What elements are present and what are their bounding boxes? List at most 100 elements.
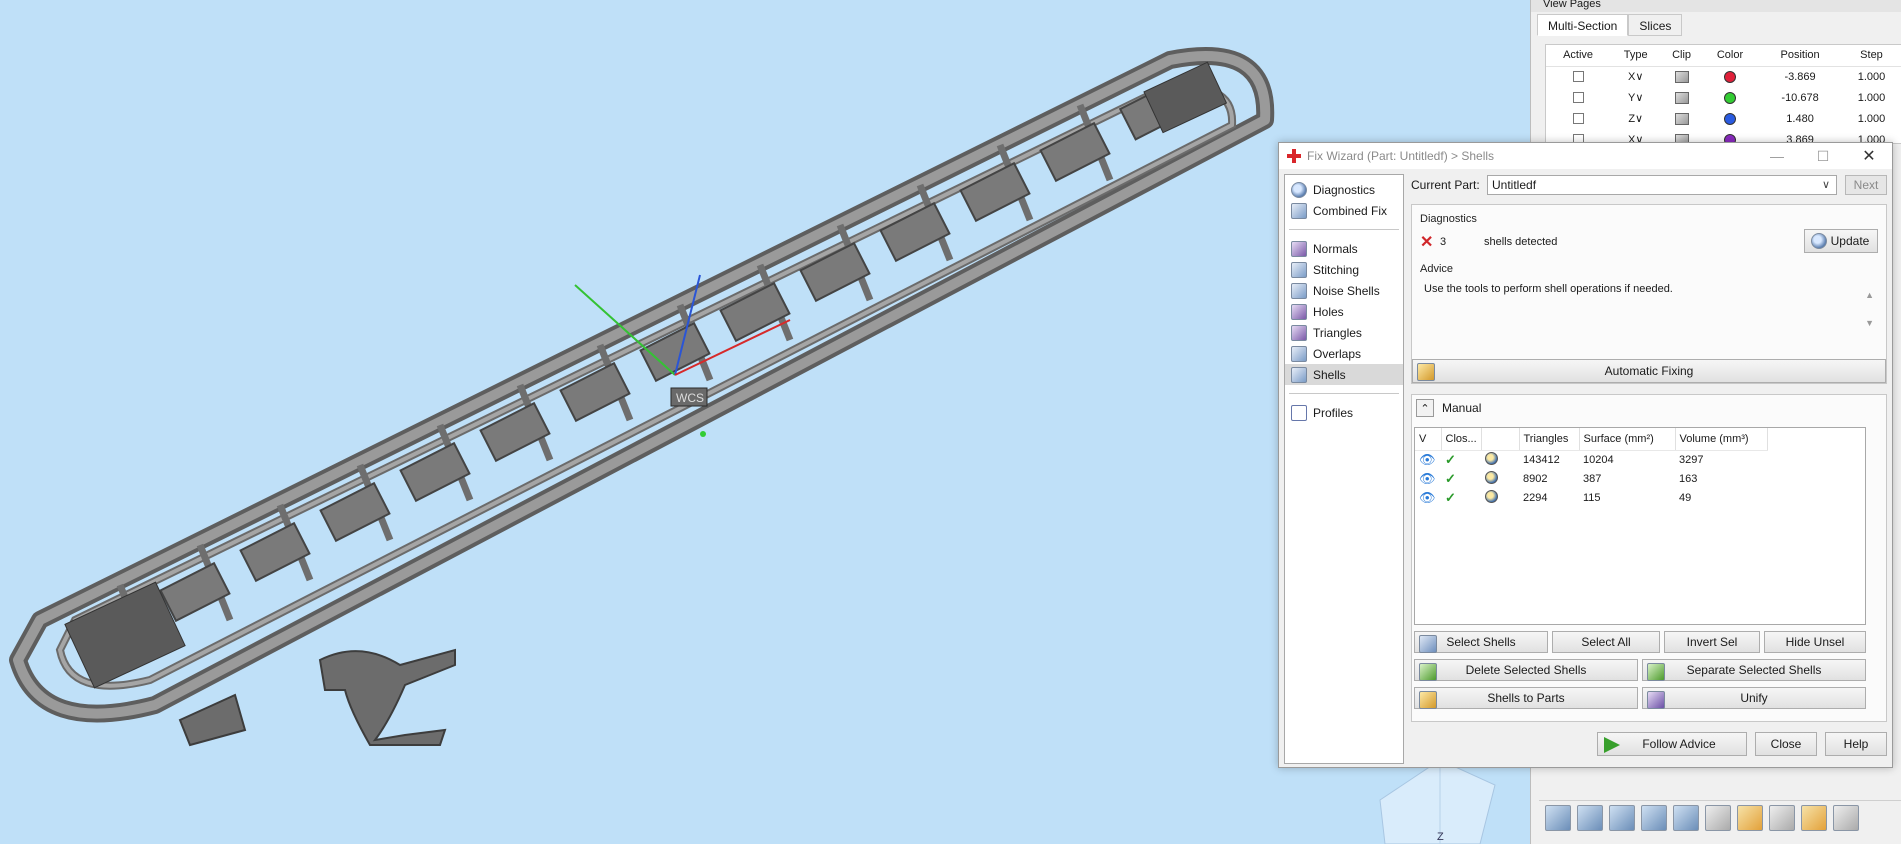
type-cell[interactable]: X∨ xyxy=(1628,71,1644,84)
checkmark-icon: ✓ xyxy=(1445,451,1456,467)
color-dot-icon[interactable] xyxy=(1724,91,1736,104)
position-cell[interactable]: 1.480 xyxy=(1786,112,1814,125)
automatic-fixing-button[interactable]: Automatic Fixing xyxy=(1412,359,1886,383)
position-cell[interactable]: -3.869 xyxy=(1784,70,1816,83)
active-checkbox[interactable] xyxy=(1572,113,1584,125)
nav-item-combined-fix[interactable]: Combined Fix xyxy=(1285,200,1403,221)
follow-advice-button[interactable]: Follow Advice xyxy=(1597,732,1747,756)
unify-button[interactable]: Unify xyxy=(1642,687,1866,709)
step-cell[interactable]: 1.000 xyxy=(1857,112,1886,125)
active-checkbox[interactable] xyxy=(1572,134,1584,143)
maximize-icon[interactable]: ☐ xyxy=(1816,147,1830,164)
advice-scrollbar[interactable]: ▲▼ xyxy=(1865,290,1874,328)
table-row[interactable]: 👁 ✓ 2294 115 49 xyxy=(1415,488,1767,507)
plane-icon[interactable] xyxy=(1801,805,1827,831)
chain-links[interactable] xyxy=(159,82,1187,623)
nav-item-shells[interactable]: Shells xyxy=(1285,364,1403,385)
table-row[interactable]: Y∨ -10.678 1.000 xyxy=(1546,87,1901,108)
type-cell[interactable]: Z∨ xyxy=(1628,113,1644,125)
clip-icon[interactable] xyxy=(1674,70,1689,83)
col-visible[interactable]: V xyxy=(1415,428,1442,451)
tab-multi-section[interactable]: Multi-Section xyxy=(1537,14,1629,36)
collapse-up-icon[interactable]: ⌃ xyxy=(1416,399,1434,417)
eye-icon[interactable]: 👁 xyxy=(1419,489,1436,505)
color-dot-icon[interactable] xyxy=(1724,70,1736,83)
zoom-to-shell-icon[interactable] xyxy=(1485,489,1498,503)
delete-selected-shells-button[interactable]: Delete Selected Shells xyxy=(1414,659,1638,681)
view-cube[interactable]: Z xyxy=(1379,759,1496,844)
table-row[interactable]: 👁 ✓ 8902 387 163 xyxy=(1415,469,1767,488)
nav-item-noise-shells[interactable]: Noise Shells xyxy=(1285,280,1403,301)
close-button[interactable]: Close xyxy=(1755,732,1817,756)
nav-item-holes[interactable]: Holes xyxy=(1285,301,1403,322)
next-button[interactable]: Next xyxy=(1845,175,1887,195)
nav-item-triangles[interactable]: Triangles xyxy=(1285,322,1403,343)
manual-header[interactable]: ⌃ Manual xyxy=(1412,395,1886,421)
hide-unsel-button[interactable]: Hide Unsel xyxy=(1764,631,1866,653)
col-closed[interactable]: Clos... xyxy=(1441,428,1482,451)
loose-parts[interactable] xyxy=(178,648,456,747)
col-triangles[interactable]: Triangles xyxy=(1519,428,1580,451)
cylinder-icon[interactable] xyxy=(1833,805,1859,831)
tab-slices[interactable]: Slices xyxy=(1628,14,1683,36)
position-cell[interactable]: 3.869 xyxy=(1786,133,1814,144)
mesh-color-icon[interactable] xyxy=(1737,805,1763,831)
col-position[interactable]: Position xyxy=(1758,45,1842,67)
table-row[interactable]: X∨ -3.869 1.000 xyxy=(1546,66,1901,87)
col-color[interactable]: Color xyxy=(1701,45,1759,67)
multi-box-icon[interactable] xyxy=(1673,805,1699,831)
col-clip[interactable]: Clip xyxy=(1661,45,1702,67)
nav-item-stitching[interactable]: Stitching xyxy=(1285,259,1403,280)
invert-sel-button[interactable]: Invert Sel xyxy=(1664,631,1760,653)
minimize-icon[interactable]: — xyxy=(1770,148,1784,164)
shells-to-parts-button[interactable]: Shells to Parts xyxy=(1414,687,1638,709)
select-shells-button[interactable]: Select Shells xyxy=(1414,631,1548,653)
clip-icon[interactable] xyxy=(1674,112,1689,125)
active-checkbox[interactable] xyxy=(1572,71,1584,83)
col-step[interactable]: Step xyxy=(1841,45,1901,67)
select-all-button[interactable]: Select All xyxy=(1552,631,1660,653)
col-surface[interactable]: Surface (mm²) xyxy=(1579,428,1676,451)
nav-item-profiles[interactable]: Profiles xyxy=(1285,402,1403,423)
type-cell[interactable]: Y∨ xyxy=(1628,92,1644,104)
zoom-to-shell-icon[interactable] xyxy=(1485,470,1498,484)
table-row[interactable]: Z∨ 1.480 1.000 xyxy=(1546,108,1901,129)
col-volume[interactable]: Volume (mm³) xyxy=(1675,428,1768,451)
close-icon[interactable]: ✕ xyxy=(1862,148,1876,165)
current-part-select[interactable]: Untitledf ∨ xyxy=(1487,175,1837,195)
step-cell[interactable]: 1.000 xyxy=(1857,70,1886,83)
active-checkbox[interactable] xyxy=(1572,92,1584,104)
step-cell[interactable]: 1.000 xyxy=(1857,91,1886,104)
col-active[interactable]: Active xyxy=(1546,45,1611,67)
type-cell[interactable]: X∨ xyxy=(1628,134,1644,144)
nav-item-overlaps[interactable]: Overlaps xyxy=(1285,343,1403,364)
view-cube-icon[interactable] xyxy=(1545,805,1571,831)
visibility-icon[interactable] xyxy=(1577,805,1603,831)
eye-icon[interactable]: 👁 xyxy=(1419,451,1436,467)
col-zoom[interactable] xyxy=(1481,428,1520,451)
nav-item-diagnostics[interactable]: Diagnostics xyxy=(1285,179,1403,200)
table-row[interactable]: X∨ 3.869 1.000 xyxy=(1546,129,1901,144)
measure-icon[interactable] xyxy=(1769,805,1795,831)
position-cell[interactable]: -10.678 xyxy=(1781,91,1819,104)
clip-icon[interactable] xyxy=(1674,133,1689,143)
update-button[interactable]: Update xyxy=(1804,229,1878,253)
nav-item-normals[interactable]: Normals xyxy=(1285,238,1403,259)
box-icon[interactable] xyxy=(1641,805,1667,831)
selection-icon[interactable] xyxy=(1609,805,1635,831)
help-button[interactable]: Help xyxy=(1825,732,1887,756)
dialog-titlebar[interactable]: Fix Wizard (Part: Untitledf) > Shells — … xyxy=(1279,143,1892,169)
zoom-to-shell-icon[interactable] xyxy=(1485,451,1498,465)
eye-icon[interactable]: 👁 xyxy=(1419,470,1436,486)
color-dot-icon[interactable] xyxy=(1724,133,1736,143)
unselect-icon[interactable] xyxy=(1705,805,1731,831)
col-type[interactable]: Type xyxy=(1610,45,1662,67)
table-row[interactable]: 👁 ✓ 143412 10204 3297 xyxy=(1415,450,1767,469)
separate-selected-shells-button[interactable]: Separate Selected Shells xyxy=(1642,659,1866,681)
step-cell[interactable]: 1.000 xyxy=(1857,133,1886,144)
view-pages-header[interactable]: View Pages xyxy=(1531,0,1901,12)
color-dot-icon[interactable] xyxy=(1724,112,1736,125)
clip-icon[interactable] xyxy=(1674,91,1689,104)
